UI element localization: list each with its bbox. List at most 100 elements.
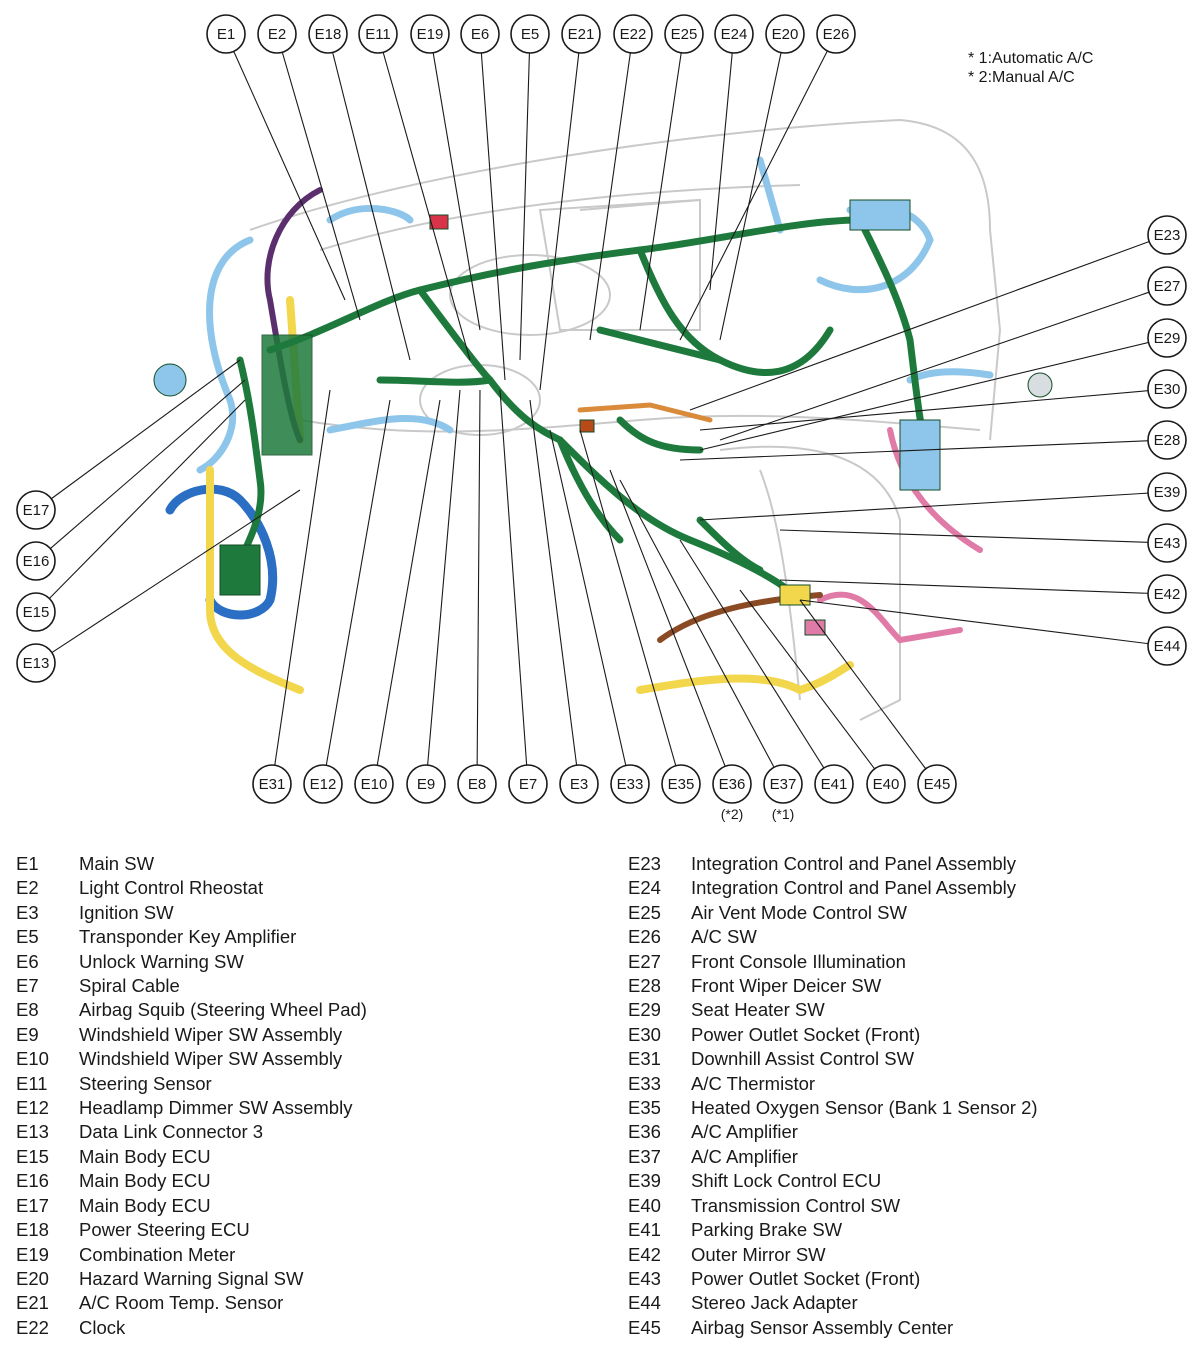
callout-circle [358, 14, 398, 54]
callout-e3: E3 [529, 399, 599, 804]
callout-label: E30 [1154, 381, 1181, 398]
harness-orange [577, 402, 713, 423]
legend-name: Transmission Control SW [691, 1194, 901, 1216]
callout-label: E3 [570, 776, 588, 793]
legend-code: E41 [628, 1219, 661, 1241]
legend-name: Combination Meter [79, 1243, 236, 1265]
legend-name: Windshield Wiper SW Assembly [79, 1048, 343, 1070]
callout-circle [1147, 266, 1187, 306]
callout-e2: E2 [257, 14, 361, 321]
legend-code: E42 [628, 1243, 661, 1265]
callout-circle [508, 764, 548, 804]
callout-circle [1147, 523, 1187, 563]
callout-e25: E25 [639, 14, 704, 331]
legend-name: Airbag Squib (Steering Wheel Pad) [79, 999, 367, 1021]
legend-name: Outer Mirror SW [691, 1243, 826, 1265]
callout-circle [1147, 472, 1187, 512]
legend-code: E1 [16, 853, 39, 874]
leader-line-e3 [529, 399, 578, 766]
callout-e6: E6 [460, 14, 506, 381]
callout-e1: E1 [206, 14, 346, 301]
callout-label: E26 [823, 26, 850, 43]
callout-label: E35 [668, 776, 695, 793]
callout-e44: E44 [799, 599, 1187, 666]
leader-line-e11 [382, 52, 471, 361]
callout-e28: E28 [679, 420, 1187, 461]
callout-circle [1147, 369, 1187, 409]
leader-line-e27 [719, 291, 1150, 441]
legend-code: E5 [16, 926, 39, 948]
callout-e42: E42 [779, 574, 1187, 614]
callout-circle [661, 764, 701, 804]
legend-code: E36 [628, 1121, 661, 1143]
callout-circle [561, 14, 601, 54]
legend-name: Power Steering ECU [79, 1219, 250, 1241]
leader-line-e26 [679, 50, 828, 341]
callout-label: E15 [23, 604, 50, 621]
leader-line-e21 [539, 52, 580, 391]
legend-name: Transponder Key Amplifier [79, 926, 297, 948]
legend-name: Power Outlet Socket (Front) [691, 1267, 921, 1289]
callout-label: E9 [417, 776, 435, 793]
callout-e11: E11 [358, 14, 471, 361]
callout-e31: E31 [252, 389, 331, 804]
callout-e36: E36 [609, 469, 752, 804]
callout-label: E11 [365, 26, 391, 43]
legend-name: A/C Amplifier [691, 1145, 798, 1167]
legend-code: E21 [16, 1292, 49, 1314]
callout-e15: E15 [16, 399, 246, 632]
legend-name: A/C SW [691, 926, 757, 948]
callout-e43: E43 [779, 523, 1187, 563]
legend-row: E19 Combination Meter [16, 1243, 367, 1267]
callout-e30: E30 [699, 369, 1187, 431]
callout-label: E5 [521, 26, 539, 43]
legend-code: E19 [16, 1243, 49, 1265]
callout-e39: E39 [699, 472, 1187, 521]
callout-e20: E20 [719, 14, 805, 341]
callout-e8: E8 [457, 389, 497, 804]
legend-name: Light Control Rheostat [79, 877, 264, 899]
harness-green [236, 216, 934, 604]
legend-name: Seat Heater SW [691, 999, 825, 1021]
callout-circle [1147, 574, 1187, 614]
leader-line-e6 [480, 52, 506, 381]
legend-name: Clock [79, 1316, 126, 1338]
callout-e29: E29 [699, 318, 1187, 451]
harness-blue [165, 484, 278, 620]
leader-line-e19 [432, 52, 481, 331]
legend-name: Main SW [79, 853, 155, 874]
leader-line-e25 [639, 52, 682, 331]
callout-label: E19 [417, 26, 444, 43]
callout-e19: E19 [410, 14, 481, 331]
callout-e21: E21 [539, 14, 601, 391]
callout-e24: E24 [709, 14, 754, 291]
callout-circle [252, 764, 292, 804]
callout-label: E28 [1154, 432, 1181, 449]
callout-label: E24 [721, 26, 748, 43]
legend-code: E30 [628, 1023, 661, 1045]
callout-label: E44 [1154, 638, 1181, 655]
legend-code: E39 [628, 1170, 661, 1192]
callout-label: E42 [1154, 586, 1181, 603]
leader-line-e13 [51, 489, 301, 654]
callout-e7: E7 [499, 389, 548, 804]
legend-code: E37 [628, 1145, 661, 1167]
leader-line-e35 [579, 429, 677, 766]
legend-code: E29 [628, 999, 661, 1021]
leader-line-e7 [499, 389, 528, 766]
callout-label: E13 [23, 655, 50, 672]
callout-label: E43 [1154, 535, 1181, 552]
callout-e10: E10 [354, 399, 441, 804]
leader-line-e45 [799, 599, 927, 770]
